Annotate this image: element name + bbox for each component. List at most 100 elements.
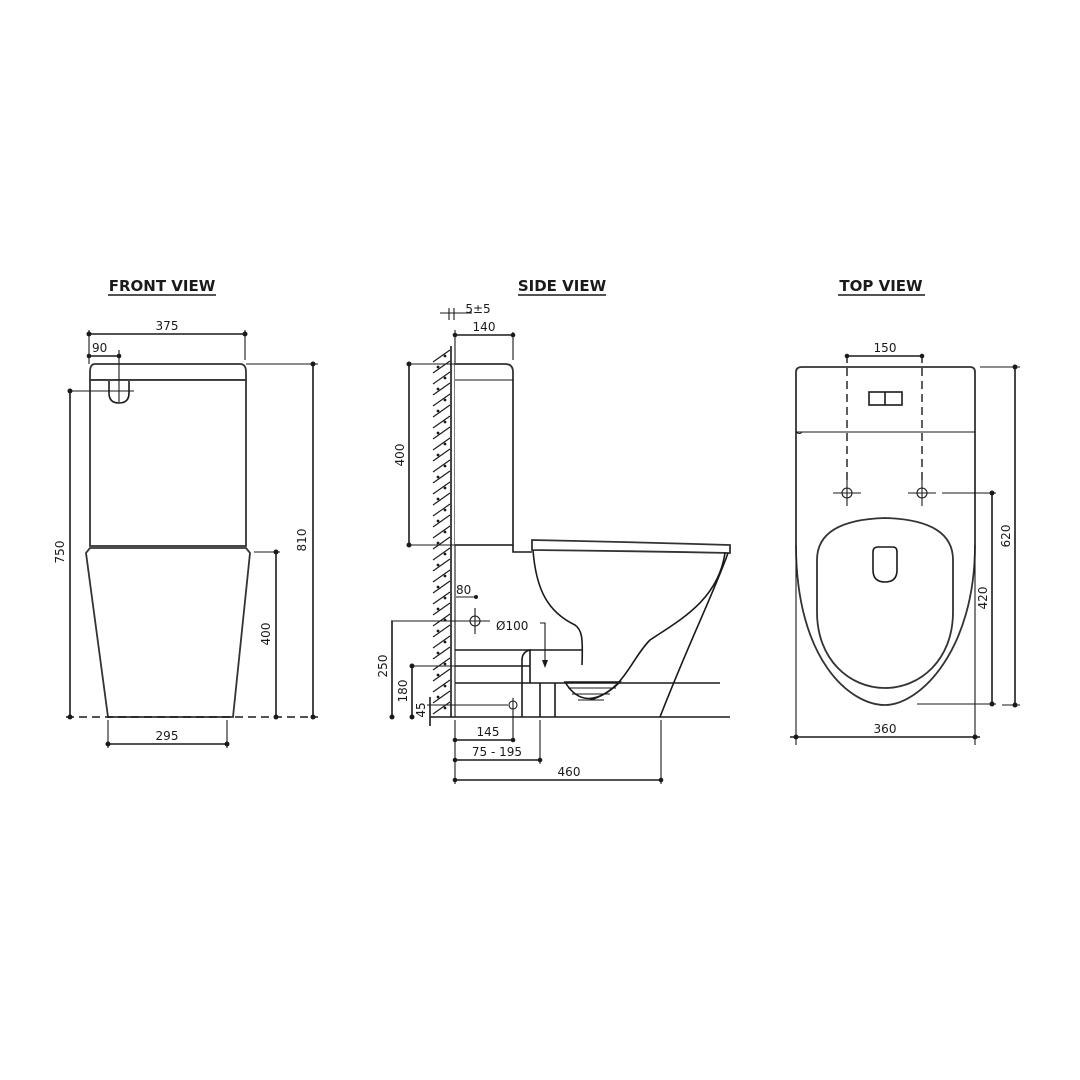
hatch-dot [443,574,447,578]
hatch-dot [436,563,440,567]
top-view: TOP VIEW 150 620 [790,277,1020,745]
hatch-dot [436,453,440,457]
hatch-line [432,602,451,616]
hatch-line [432,657,451,671]
hatch-line [432,569,451,583]
hatch-line [432,382,451,396]
hatch-line [432,613,451,627]
hatch-line [432,547,451,561]
hatch-dot [443,508,447,512]
side-dim-outlet-height: 180 [396,680,410,703]
hatch-dot [436,651,440,655]
hatch-line [432,404,451,418]
front-dim-overall-width: 375 [156,319,179,333]
hatch-dot [443,662,447,666]
hatch-dot [436,629,440,633]
hatch-line [432,668,451,682]
hatch-line [432,558,451,572]
side-cistern [455,363,514,546]
front-dim-inlet-height: 750 [53,541,67,564]
hatch-line [432,437,451,451]
hatch-dot [443,354,447,358]
hatch-dot [436,607,440,611]
hatch-dot [443,552,447,556]
front-dim-base-width: 295 [156,729,179,743]
hatch-line [432,481,451,495]
hatch-line [432,624,451,638]
hatch-line [432,591,451,605]
hatch-line [432,371,451,385]
hatch-dot [443,464,447,468]
hatch-line [432,580,451,594]
hatch-line [432,701,451,715]
side-view-title: SIDE VIEW [518,277,607,295]
side-dim-inlet-offset: 80 [456,583,471,597]
side-dim-cistern-depth: 140 [473,320,496,334]
side-dim-cistern-height: 400 [393,444,407,467]
hatch-line [432,459,451,473]
hatch-dot [443,420,447,424]
hatch-dot [436,541,440,545]
hatch-line [432,646,451,660]
side-trap [589,552,726,701]
hatch-line [432,470,451,484]
hatch-line [432,635,451,649]
side-dim-setout-range: 75 - 195 [472,745,522,759]
side-outlet-bowl [563,681,623,700]
hatch-dot [436,409,440,413]
wall-hatch [432,349,451,715]
hatch-line [432,415,451,429]
hatch-line [432,525,451,539]
hatch-line [432,492,451,506]
front-view-title: FRONT VIEW [109,277,216,295]
hatch-dot [436,497,440,501]
hatch-line [432,679,451,693]
side-dim-inlet-height: 250 [376,655,390,678]
side-seat [531,539,731,554]
front-view: FRONT VIEW 375 90 810 750 [53,277,318,748]
hatch-dot [443,530,447,534]
hatch-dot [436,673,440,677]
front-dim-total-height: 810 [295,529,309,552]
front-cistern-lid [89,363,247,381]
hatch-dot [436,519,440,523]
hatch-line [432,690,451,704]
side-view: SIDE VIEW [376,277,731,784]
top-dim-fixing-spacing: 150 [874,341,897,355]
front-pan [85,547,251,718]
hatch-dot [436,387,440,391]
hatch-line [432,536,451,550]
hatch-line [432,503,451,517]
front-dim-flush-offset: 90 [92,341,107,355]
hatch-dot [443,376,447,380]
top-seat-hinge [872,546,898,583]
side-bowl-back [659,552,729,718]
side-dim-pipe-diameter: Ø100 [496,619,528,633]
side-dim-wall-gap: 5±5 [465,302,490,316]
hatch-line [432,393,451,407]
hatch-dot [436,695,440,699]
hatch-dot [436,585,440,589]
hatch-line [432,360,451,374]
side-dim-floor-outlet-setout: 145 [477,725,500,739]
hatch-line [432,349,451,363]
hatch-line [432,514,451,528]
top-view-title: TOP VIEW [839,277,923,295]
side-bowl-front [532,549,584,666]
side-dim-floor-outlet-height: 45 [414,702,428,717]
hatch-dot [443,398,447,402]
hatch-dot [443,640,447,644]
top-dim-fixing-to-front: 420 [976,587,990,610]
side-dim-overall-depth: 460 [558,765,581,779]
hatch-dot [443,706,447,710]
hatch-line [432,426,451,440]
top-dim-overall-depth: 620 [999,525,1013,548]
top-dim-overall-width: 360 [874,722,897,736]
front-cistern-body [89,379,247,547]
hatch-dot [443,486,447,490]
hatch-dot [443,684,447,688]
front-inlet-cutout [108,381,130,404]
hatch-line [432,448,451,462]
hatch-dot [436,475,440,479]
